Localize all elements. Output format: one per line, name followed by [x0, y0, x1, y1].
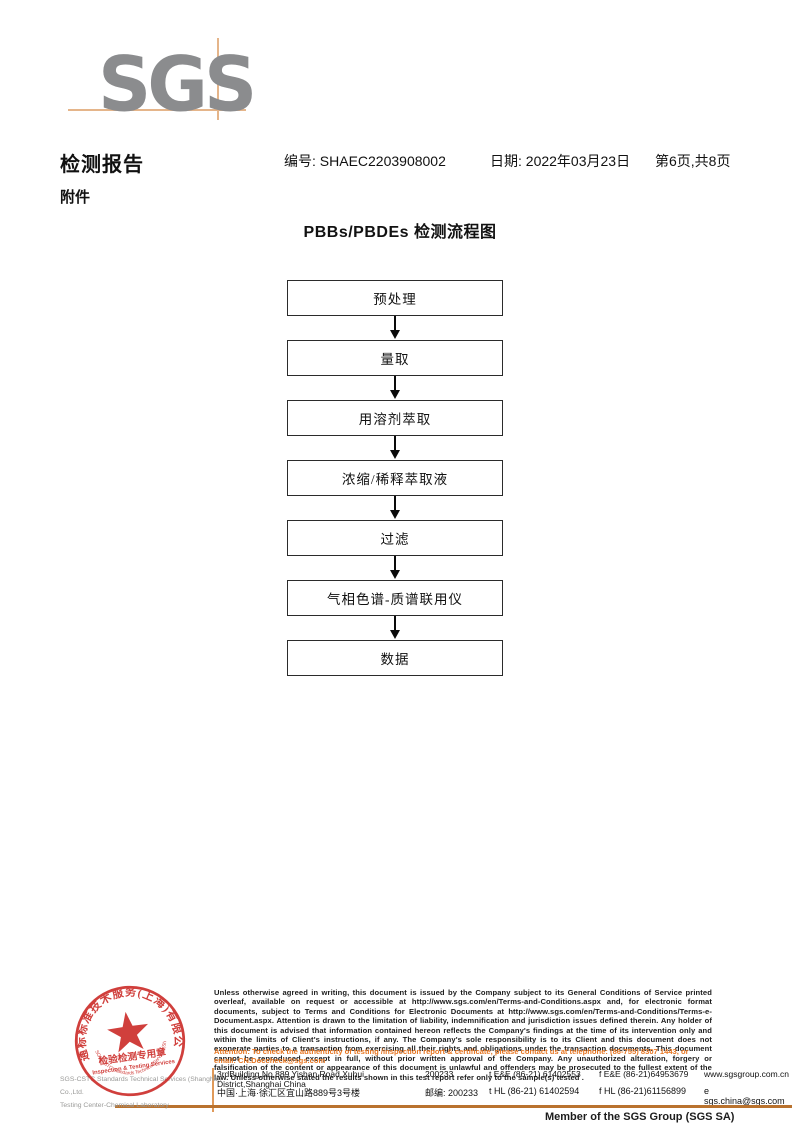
- fax-en: f E&E (86-21)64953679: [599, 1069, 689, 1079]
- flow-step-gcms: 气相色谱-质谱联用仪: [287, 580, 503, 616]
- flow-step-concentrate-dilute: 浓缩/稀释萃取液: [287, 460, 503, 496]
- report-number-value: SHAEC2203908002: [319, 153, 446, 169]
- company-line-2: Testing Center-Chemical Laboratory: [60, 1101, 169, 1109]
- report-date: 日期: 2022年03月23日: [490, 151, 630, 171]
- down-arrow-icon: [390, 436, 400, 460]
- down-arrow-icon: [390, 376, 400, 400]
- report-number: 编号: SHAEC2203908002: [284, 151, 446, 171]
- attention-text: Attention: To check the authenticity of …: [214, 1047, 689, 1066]
- footer-vertical-divider: [212, 1068, 214, 1112]
- address-row-en: 3rdBuilding,No.889 Yishan Road Xuhui Dis…: [217, 1069, 792, 1089]
- flow-step-pretreatment: 预处理: [287, 280, 503, 316]
- logo-crosshair-horizontal: [68, 109, 246, 111]
- company-name-lines: SGS-CSTC Standards Technical Services (S…: [60, 1074, 225, 1113]
- footer-horizontal-rule: [115, 1105, 792, 1108]
- flow-step-filter: 过滤: [287, 520, 503, 556]
- down-arrow-icon: [390, 616, 400, 640]
- down-arrow-icon: [390, 556, 400, 580]
- website-link: www.sgsgroup.com.cn: [704, 1069, 790, 1079]
- logo-crosshair-vertical: [217, 38, 219, 120]
- fax-cn: f HL (86-21)61156899: [599, 1086, 687, 1096]
- sgs-logo-text: SGS: [98, 41, 257, 129]
- page-indicator: 第6页,共8页: [655, 153, 731, 169]
- postcode-cn: 邮编: 200233: [425, 1088, 479, 1098]
- sgs-logo: SGS: [60, 20, 260, 140]
- stamp-star-icon: [107, 1011, 149, 1053]
- report-date-label: 日期:: [490, 153, 526, 169]
- report-title: 检测报告: [60, 154, 144, 176]
- address-block: 3rdBuilding,No.889 Yishan Road Xuhui Dis…: [217, 1069, 792, 1106]
- email-link: e sgs.china@sgs.com: [704, 1086, 785, 1106]
- address-en: 3rdBuilding,No.889 Yishan Road Xuhui Dis…: [217, 1069, 364, 1089]
- down-arrow-icon: [390, 496, 400, 520]
- attachment-label: 附件: [60, 190, 91, 206]
- report-date-value: 2022年03月23日: [525, 153, 631, 169]
- inspection-stamp-icon: 通标标准技术服务(上海)有限公司 检验检测专用章 Inspection & Te…: [72, 983, 188, 1097]
- address-cn: 中国·上海·徐汇区宜山路889号3号楼: [217, 1088, 361, 1098]
- flowchart-title: PBBs/PBDEs 检测流程图: [303, 224, 497, 241]
- flow-step-measure: 量取: [287, 340, 503, 376]
- report-number-label: 编号:: [284, 153, 320, 169]
- postcode-en: 200233: [425, 1069, 454, 1079]
- down-arrow-icon: [390, 316, 400, 340]
- phone-en: t E&E (86-21) 61402553: [489, 1069, 581, 1079]
- member-text: Member of the SGS Group (SGS SA): [545, 1111, 735, 1123]
- disclaimer-text: Unless otherwise agreed in writing, this…: [214, 988, 712, 1082]
- company-line-1: SGS-CSTC Standards Technical Services (S…: [60, 1076, 222, 1096]
- flow-step-solvent-extraction: 用溶剂萃取: [287, 400, 503, 436]
- address-row-cn: 中国·上海·徐汇区宜山路889号3号楼 邮编: 200233 t HL (86-…: [217, 1086, 792, 1106]
- flow-step-data: 数据: [287, 640, 503, 676]
- phone-cn: t HL (86-21) 61402594: [489, 1086, 580, 1096]
- flowchart: 预处理 量取 用溶剂萃取 浓缩/稀释萃取液 过滤 气相色谱-质谱联用仪 数据: [287, 280, 503, 676]
